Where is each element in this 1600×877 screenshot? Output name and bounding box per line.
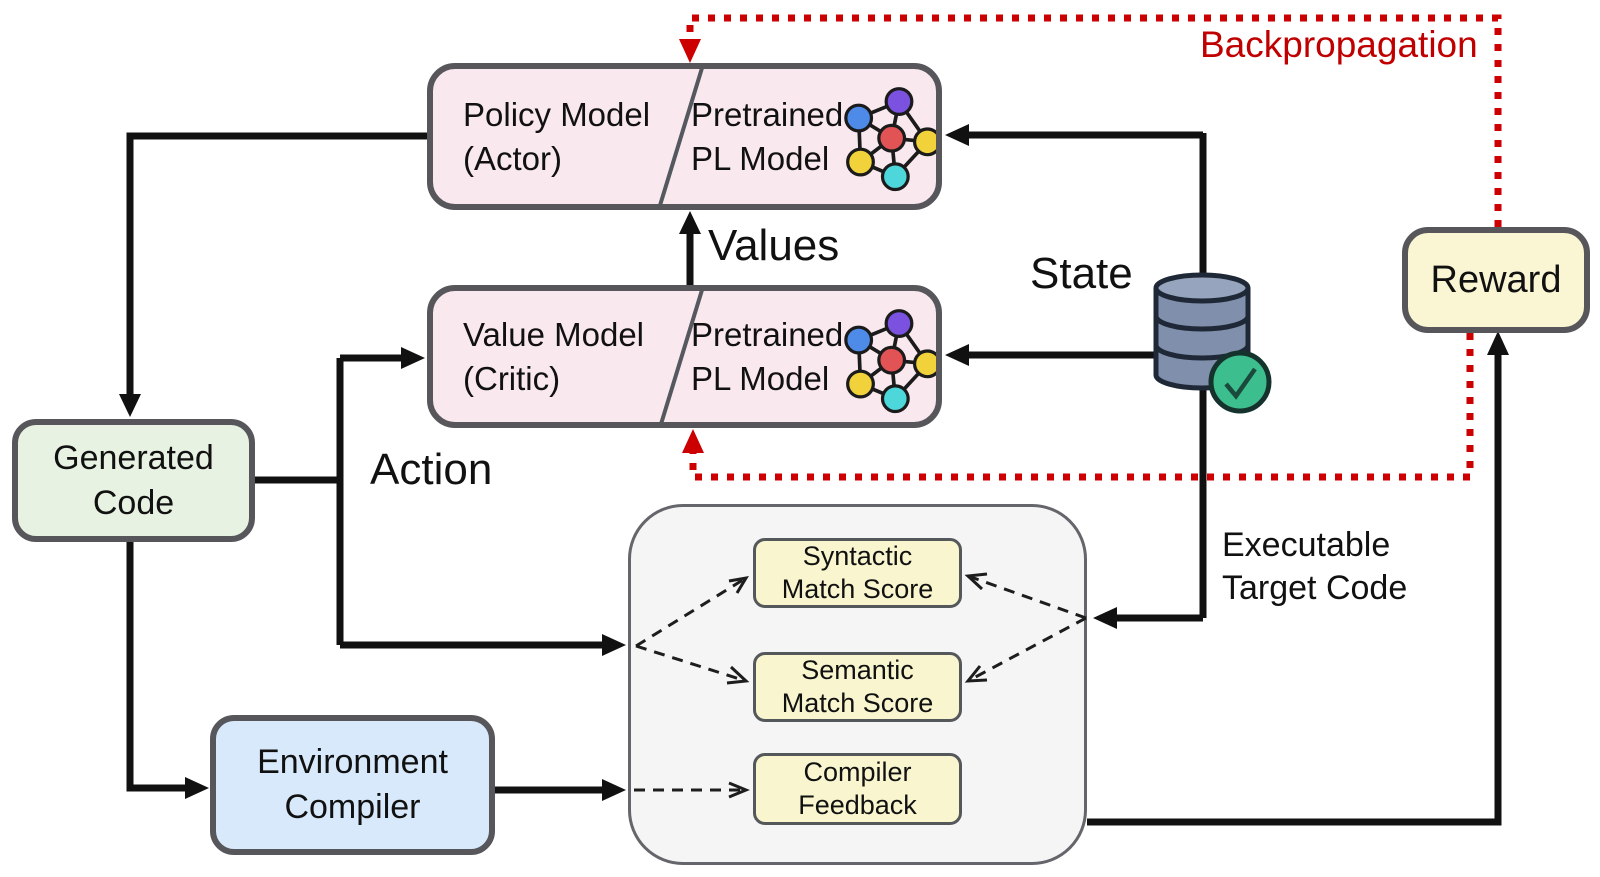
- syntactic-match-score-box: Syntactic Match Score: [753, 538, 962, 608]
- value-model-line2: (Critic): [463, 359, 561, 397]
- action-to-syntactic-dashed: [635, 576, 747, 648]
- database-check-icon: [1153, 272, 1272, 414]
- executable-target-code-label: Executable Target Code: [1222, 524, 1407, 610]
- executable-line1: Executable: [1222, 526, 1391, 564]
- check-badge: [1208, 350, 1272, 414]
- environment-compiler-line1: Environment: [257, 743, 448, 781]
- pretrained-line1: Pretrained: [691, 95, 844, 133]
- pretrained-line2: PL Model: [691, 139, 830, 177]
- state-label: State: [1030, 249, 1133, 298]
- pretrained-line2: PL Model: [691, 359, 830, 397]
- dashed-arrowheads: [726, 572, 988, 799]
- environment-compiler-box: Environment Compiler: [210, 715, 495, 855]
- semantic-line1: Semantic: [801, 655, 914, 685]
- executable-line2: Target Code: [1222, 569, 1408, 607]
- value-model-line1: Value Model: [463, 315, 645, 353]
- semantic-line2: Match Score: [781, 688, 934, 718]
- reward-box: Reward: [1402, 227, 1590, 333]
- generated-code-box: Generated Code: [12, 419, 255, 542]
- neural-network-icon: [844, 87, 936, 192]
- compiler-feedback-line1: Compiler: [803, 757, 912, 787]
- neural-network-icon: [844, 309, 936, 414]
- backprop-to-value-dotted: [689, 333, 1474, 481]
- pretrained-pl-label: Pretrained PL Model: [691, 69, 843, 204]
- semantic-match-score-box: Semantic Match Score: [753, 652, 962, 722]
- pretrained-line1: Pretrained: [691, 315, 844, 353]
- backpropagation-label: Backpropagation: [1200, 24, 1478, 65]
- reward-label: Reward: [1430, 258, 1562, 301]
- generated-to-compiler-line: [126, 542, 190, 792]
- generated-code-line2: Code: [92, 483, 175, 522]
- solid-arrowheads: [119, 124, 1509, 801]
- syntactic-line1: Syntactic: [802, 541, 913, 571]
- action-to-semantic-dashed: [635, 644, 747, 683]
- backprop-arrowheads: [679, 39, 704, 453]
- action-branch-line: [255, 354, 607, 649]
- policy-model-label: Policy Model (Actor): [463, 69, 650, 204]
- policy-model-line2: (Actor): [463, 139, 562, 177]
- value-model-label: Value Model (Critic): [463, 291, 644, 422]
- environment-compiler-line2: Compiler: [284, 788, 421, 826]
- policy-model-box: Policy Model (Actor) Pretrained PL Model: [427, 63, 942, 210]
- value-model-box: Value Model (Critic) Pretrained PL Model: [427, 285, 942, 428]
- pretrained-pl-label: Pretrained PL Model: [691, 291, 843, 422]
- backprop-to-policy-dotted: [686, 14, 1502, 227]
- target-to-semantic-dashed: [967, 616, 1087, 683]
- policy-model-line1: Policy Model: [463, 95, 651, 133]
- compiler-feedback-box: Compiler Feedback: [753, 753, 962, 825]
- action-label: Action: [370, 445, 493, 494]
- values-label: Values: [708, 221, 840, 270]
- compiler-feedback-line2: Feedback: [798, 790, 917, 820]
- syntactic-line2: Match Score: [781, 574, 934, 604]
- policy-to-generated-line: [126, 132, 427, 398]
- feedback-to-reward-line: [1087, 350, 1502, 826]
- generated-code-line1: Generated: [53, 438, 214, 477]
- target-to-syntactic-dashed: [967, 574, 1087, 620]
